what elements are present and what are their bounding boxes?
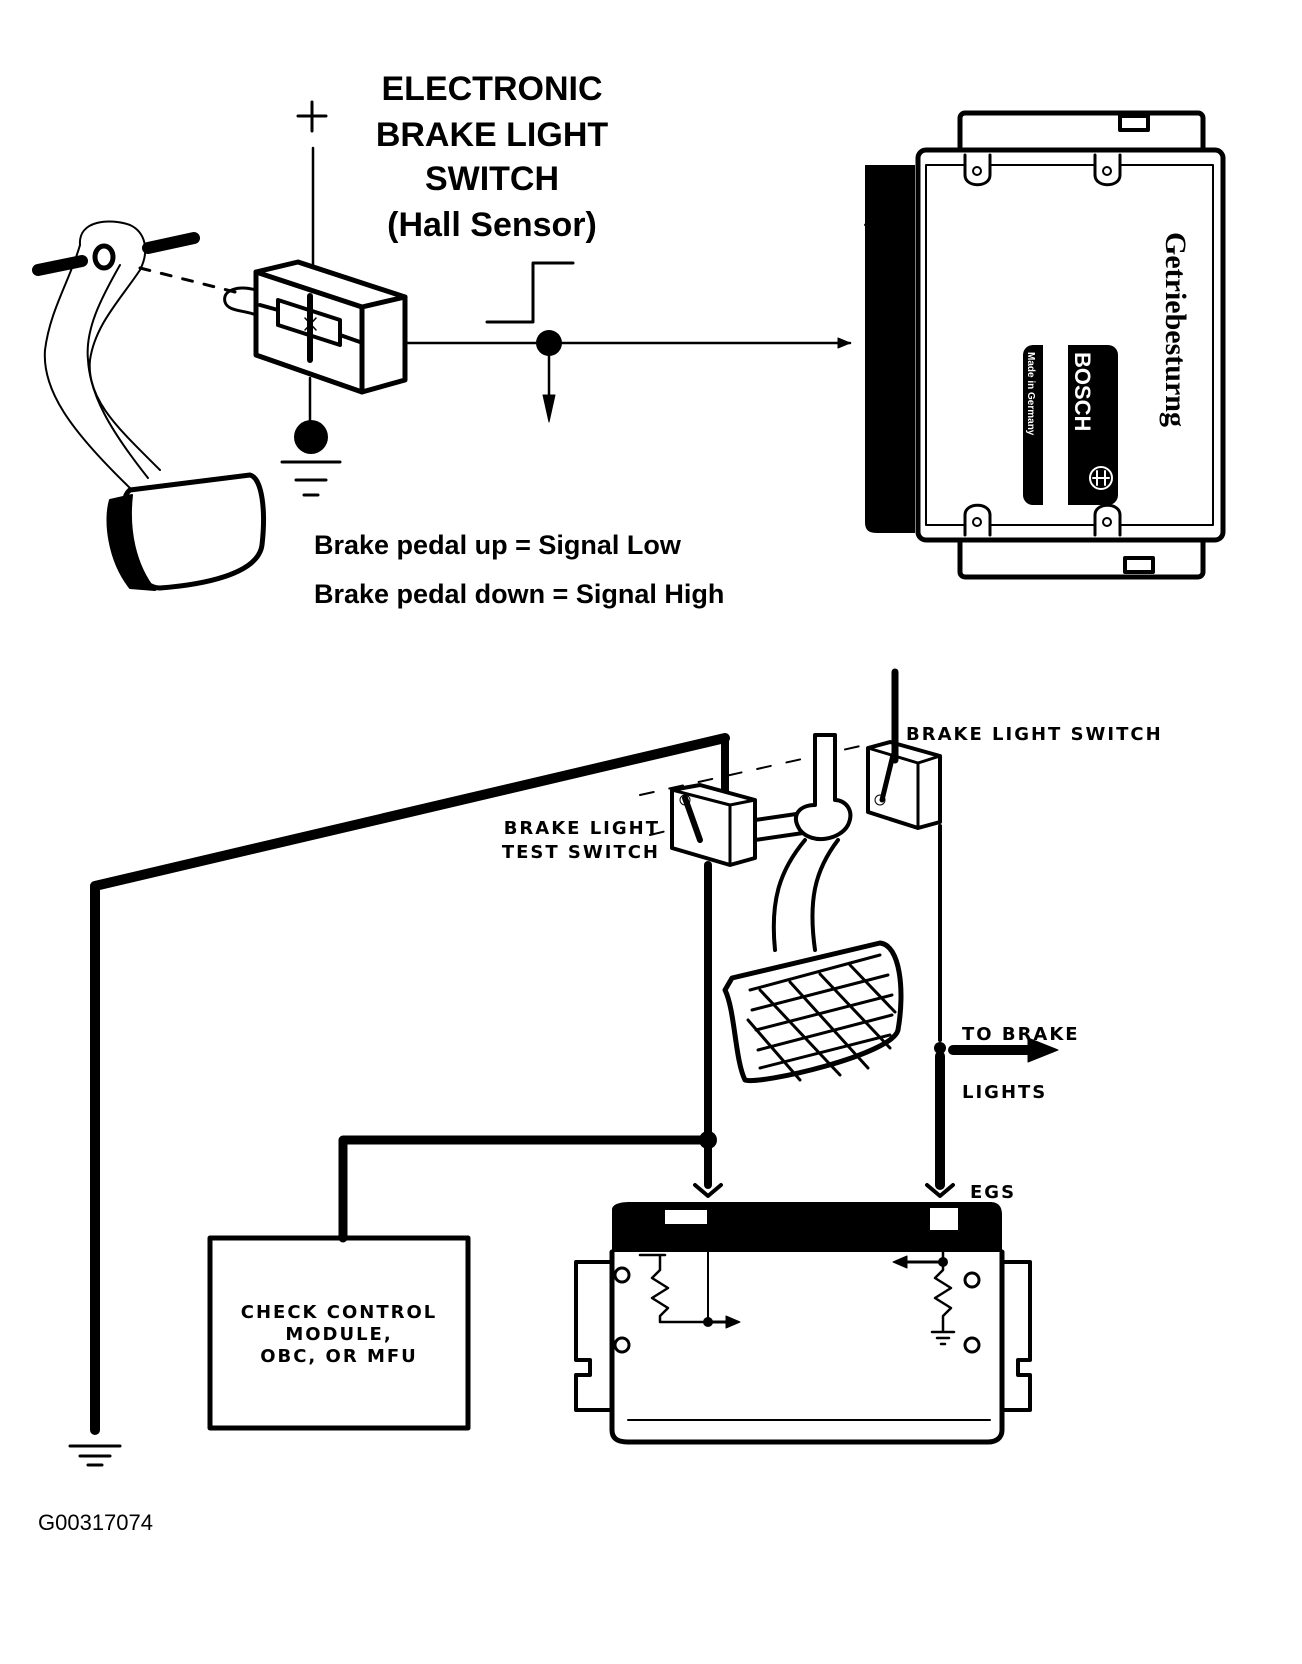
test-switch-label-2: TEST SWITCH [502, 842, 660, 863]
made-in-label: Made in Germany [1025, 352, 1036, 436]
legend-signal-low: Brake pedal up = Signal Low [314, 530, 682, 560]
top-brake-pedal [32, 220, 266, 591]
arrow-right-icon [1027, 1037, 1059, 1063]
title-line-4: (Hall Sensor) [387, 206, 597, 244]
hall-sensor [223, 146, 408, 497]
signal-line [403, 261, 852, 423]
ground-icon [280, 460, 342, 497]
check-control-module [207, 1235, 471, 1431]
wire-ground [90, 733, 730, 1435]
bottom-brake-pedal [722, 733, 904, 1084]
ground-node-icon [294, 420, 328, 454]
part-number: X X XXX XXX [1052, 352, 1066, 426]
check-control-label-2: MODULE, [285, 1324, 392, 1345]
bosch-brand: BOSCH [1070, 352, 1095, 431]
brake-light-switch-label: BRAKE LIGHT SWITCH [906, 724, 1163, 745]
chassis-ground-icon [68, 1444, 122, 1467]
legend-signal-high: Brake pedal down = Signal High [314, 579, 724, 609]
title-line-2: BRAKE LIGHT [376, 116, 609, 154]
egs-module [574, 1183, 1032, 1445]
to-brake-label: TO BRAKE [962, 1024, 1080, 1045]
arrow-right-icon [837, 337, 851, 349]
lights-label: LIGHTS [962, 1082, 1047, 1103]
figure-id: G00317074 [38, 1510, 153, 1535]
egs-label: EGS [970, 1182, 1016, 1203]
brake-light-test-switch [670, 783, 757, 867]
step-signal-icon [485, 261, 575, 324]
arrow-down-icon [542, 394, 556, 423]
wire-check-control [338, 1135, 713, 1243]
test-switch-label-1: BRAKE LIGHT [504, 818, 660, 839]
title-line-3: SWITCH [425, 160, 559, 198]
plus-icon [296, 100, 328, 133]
brake-light-switch [866, 668, 942, 830]
title-line-1: ELECTRONIC [382, 70, 603, 108]
check-control-label-1: CHECK CONTROL [241, 1302, 437, 1323]
check-control-label-3: OBC, OR MFU [260, 1346, 418, 1367]
transmission-control-module [864, 110, 1226, 580]
module-name: Getriebesturng [1159, 232, 1192, 427]
